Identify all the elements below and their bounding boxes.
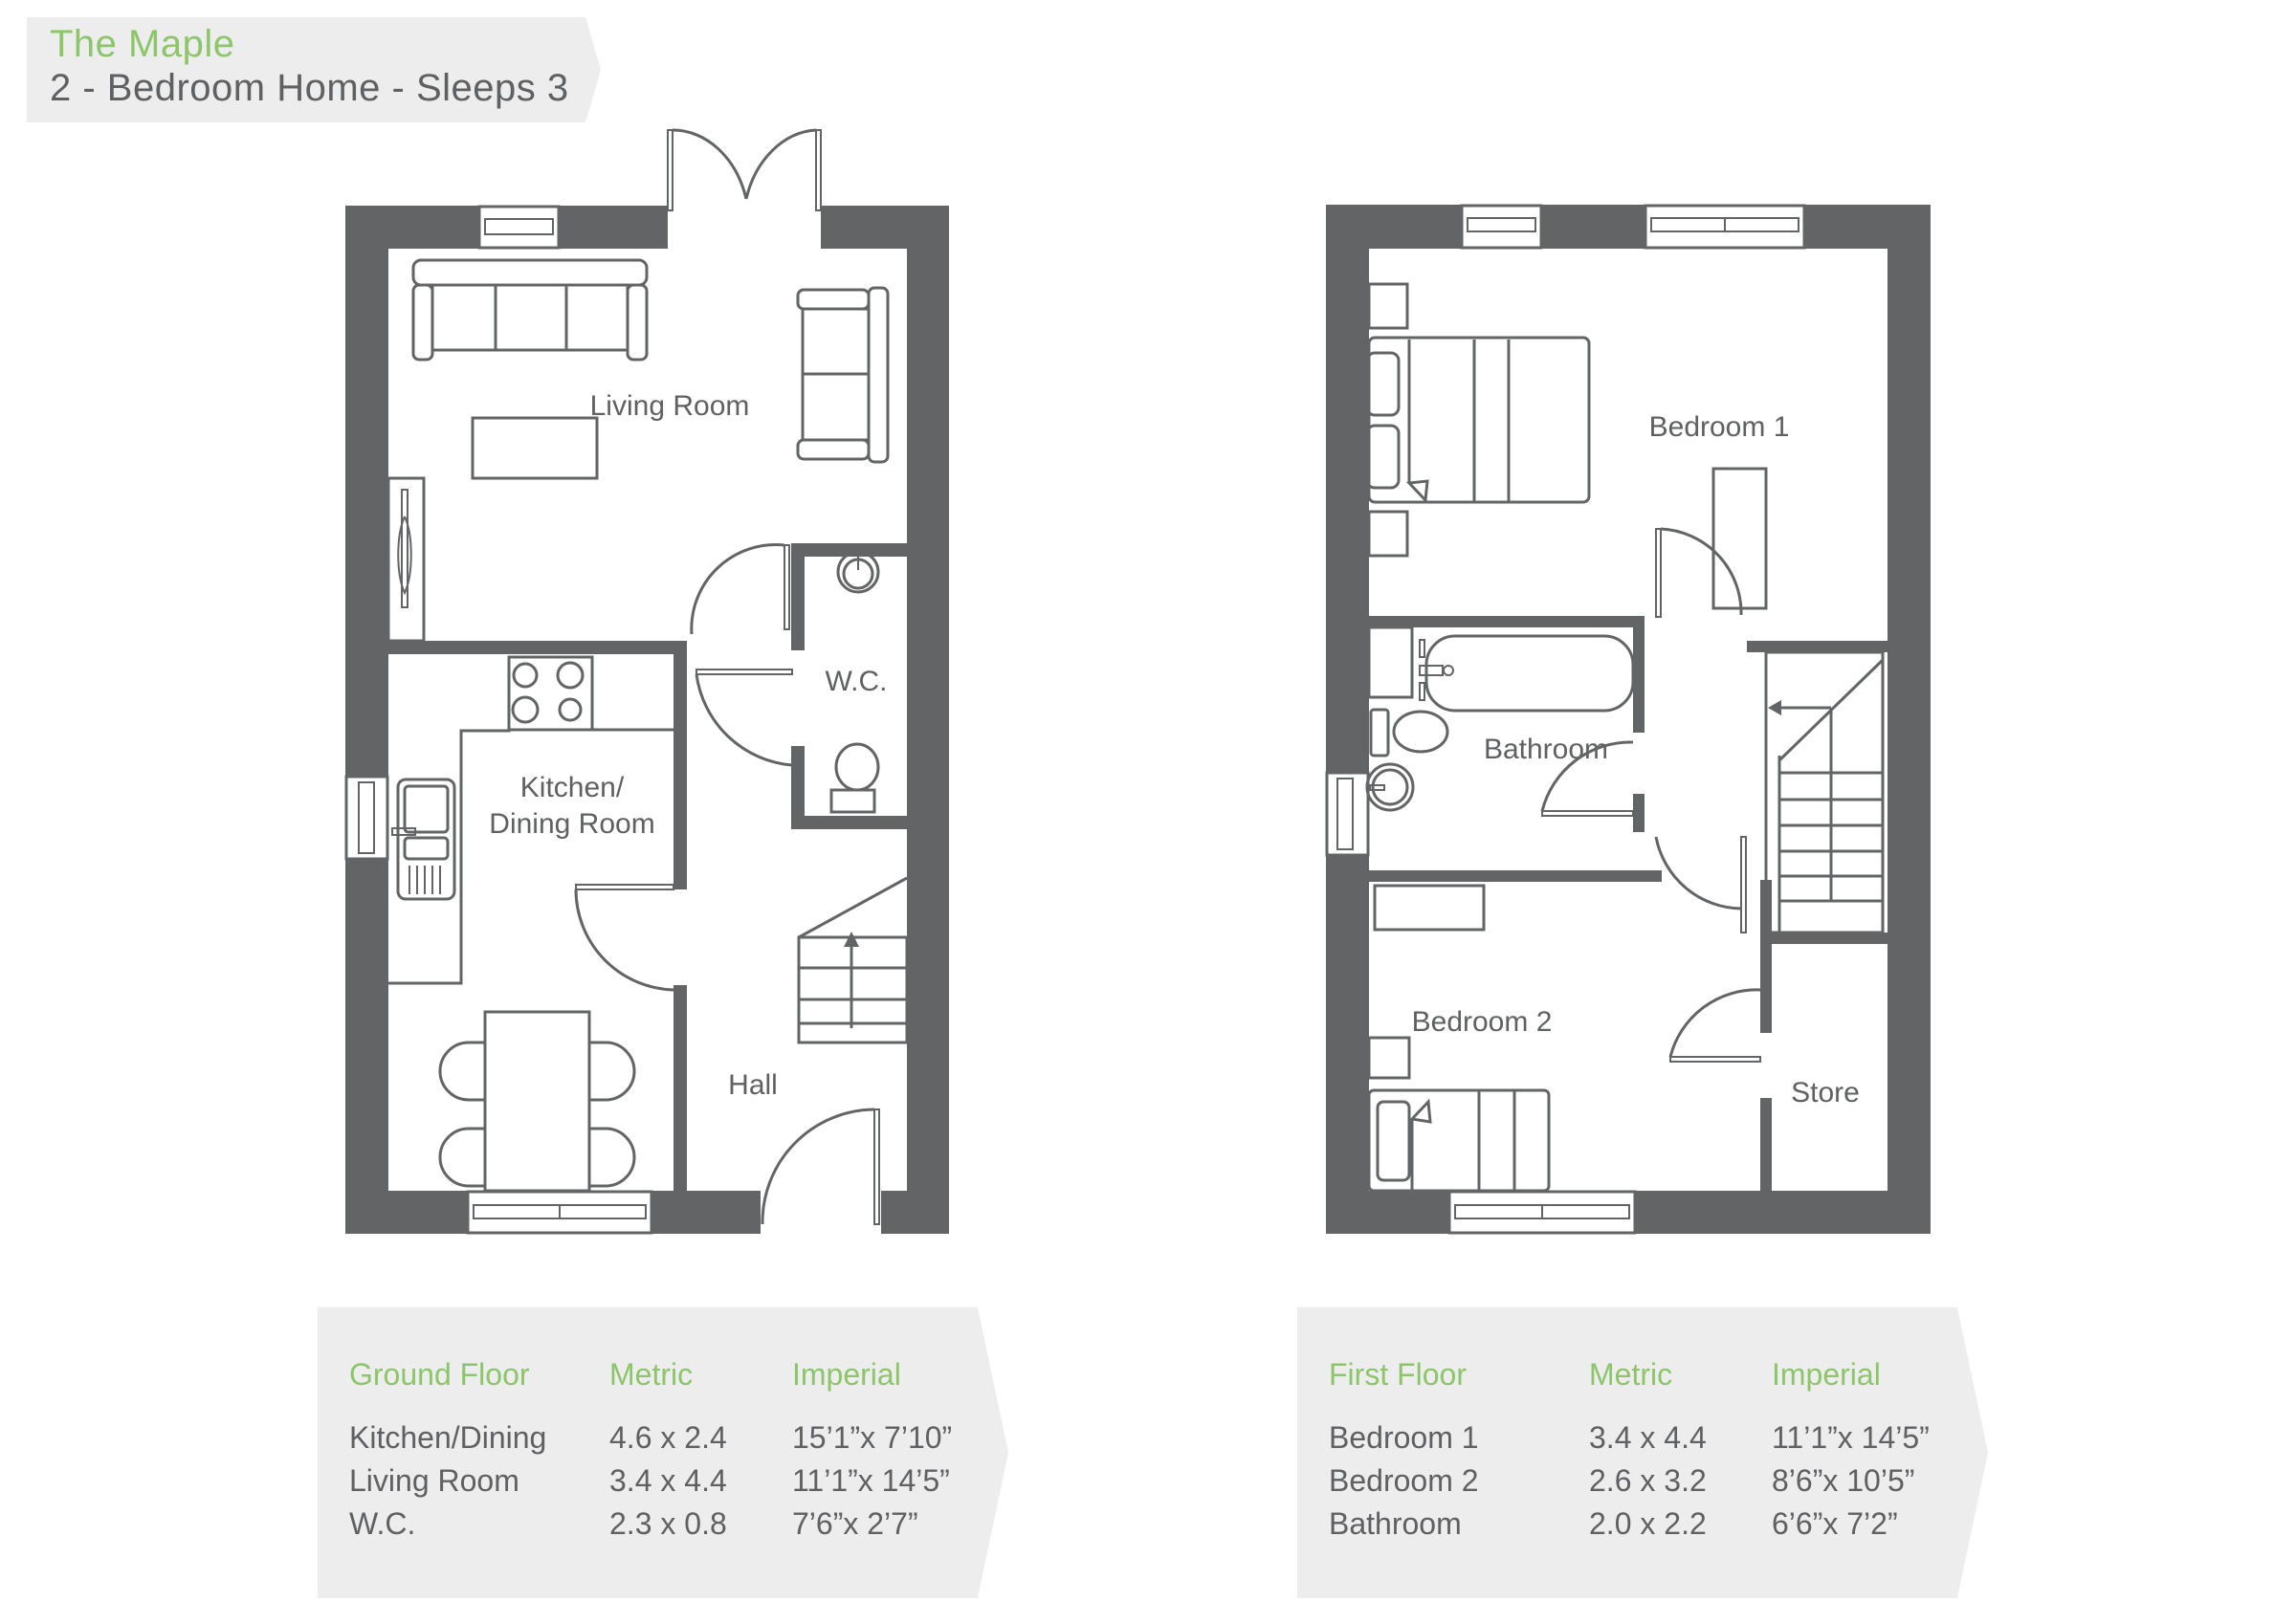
window-icon [466, 1190, 653, 1235]
table-cell: Living Room [349, 1463, 519, 1498]
table-cell: 2.0 x 2.2 [1589, 1506, 1707, 1541]
first-floor-table: First Floor Metric Imperial Bedroom 1 3.… [1297, 1307, 1988, 1598]
desk-icon [1373, 884, 1486, 932]
toilet-icon [1369, 708, 1449, 757]
table-cell: 6’6”x 7’2” [1772, 1506, 1898, 1541]
kitchen-sink-icon [391, 778, 456, 901]
table-cell: Bedroom 1 [1329, 1420, 1479, 1455]
table-cell: 4.6 x 2.4 [609, 1420, 727, 1455]
table-cell: 11’1”x 14’5” [792, 1463, 950, 1498]
first-floor-plan: Bedroom 1 Bathroom [1325, 204, 1931, 1235]
header-room: Ground Floor [349, 1357, 530, 1392]
room-label-bedroom2: Bedroom 2 [1412, 1006, 1553, 1038]
french-door-icon [667, 128, 822, 211]
table-cell: 7’6”x 2’7” [792, 1506, 918, 1541]
dining-table-icon [438, 1010, 636, 1193]
store-door-icon [1668, 988, 1761, 1063]
table-cell: 11’1”x 14’5” [1772, 1420, 1930, 1455]
armchair-icon [796, 286, 890, 464]
bathroom-door-icon [1540, 740, 1634, 817]
staircase-icon [1764, 650, 1885, 934]
ground-floor-walls [345, 206, 949, 1234]
table-cell: 8’6”x 10’5” [1772, 1463, 1915, 1498]
window-icon [1460, 204, 1543, 250]
window-icon [1447, 1190, 1637, 1235]
wash-basin-icon [1365, 762, 1415, 812]
front-door-icon [761, 1108, 880, 1225]
hob-icon [511, 661, 585, 724]
room-label-living-room: Living Room [590, 390, 750, 422]
header-imperial: Imperial [792, 1357, 901, 1392]
room-label-store: Store [1791, 1077, 1860, 1108]
staircase-icon [797, 876, 909, 1044]
table-cell: 2.3 x 0.8 [609, 1506, 727, 1541]
sofa-icon [411, 258, 649, 362]
window-icon [477, 205, 561, 250]
toilet-icon [829, 742, 880, 814]
room-label-wc: W.C. [826, 666, 888, 697]
kitchen-counter-icon [388, 655, 673, 985]
header-room: First Floor [1329, 1357, 1467, 1392]
bedside-table-icon [1367, 1036, 1411, 1080]
room-label-bedroom1: Bedroom 1 [1649, 411, 1790, 443]
home-subtitle: 2 - Bedroom Home - Sleeps 3 [50, 67, 569, 109]
window-icon [1644, 204, 1806, 250]
table-cell: W.C. [349, 1506, 416, 1541]
wc-door-icon [690, 543, 793, 767]
header-metric: Metric [609, 1357, 694, 1392]
cupboard-icon [1367, 625, 1414, 699]
room-label-kitchen-2: Dining Room [489, 808, 654, 840]
table-cell: Kitchen/Dining [349, 1420, 547, 1455]
wash-basin-icon [836, 550, 880, 594]
table-cell: 3.4 x 4.4 [609, 1463, 727, 1498]
ground-floor-table: Ground Floor Metric Imperial Kitchen/Din… [318, 1307, 1008, 1598]
bedroom1-door-icon [1655, 527, 1743, 618]
kitchen-door-icon [574, 884, 674, 992]
table-cell: Bathroom [1329, 1506, 1462, 1541]
header-metric: Metric [1589, 1357, 1673, 1392]
ground-floor-plan: Living Room W.C. [344, 128, 949, 1235]
wardrobe-icon [1711, 467, 1768, 610]
arrow-left-icon [1768, 700, 1781, 715]
arrow-up-icon [844, 932, 859, 947]
window-icon [1325, 771, 1370, 857]
coffee-table-icon [471, 416, 599, 480]
bedroom2-door-icon [1654, 836, 1747, 933]
window-icon [344, 775, 389, 861]
single-bed-icon [1367, 1088, 1551, 1193]
table-cell: Bedroom 2 [1329, 1463, 1479, 1498]
table-cell: 15’1”x 7’10” [792, 1420, 953, 1455]
room-label-hall: Hall [728, 1069, 778, 1101]
tv-unit-icon [386, 476, 426, 643]
table-cell: 2.6 x 3.2 [1589, 1463, 1707, 1498]
bedside-table-icon [1367, 510, 1409, 558]
bathtub-icon [1419, 634, 1635, 713]
room-label-kitchen-1: Kitchen/ [520, 772, 625, 803]
bedside-table-icon [1367, 282, 1409, 330]
header-imperial: Imperial [1772, 1357, 1881, 1392]
table-cell: 3.4 x 4.4 [1589, 1420, 1707, 1455]
title-banner: The Maple 2 - Bedroom Home - Sleeps 3 [27, 17, 601, 122]
room-label-bathroom: Bathroom [1484, 734, 1608, 765]
double-bed-icon [1365, 336, 1591, 504]
home-name: The Maple [50, 23, 235, 65]
